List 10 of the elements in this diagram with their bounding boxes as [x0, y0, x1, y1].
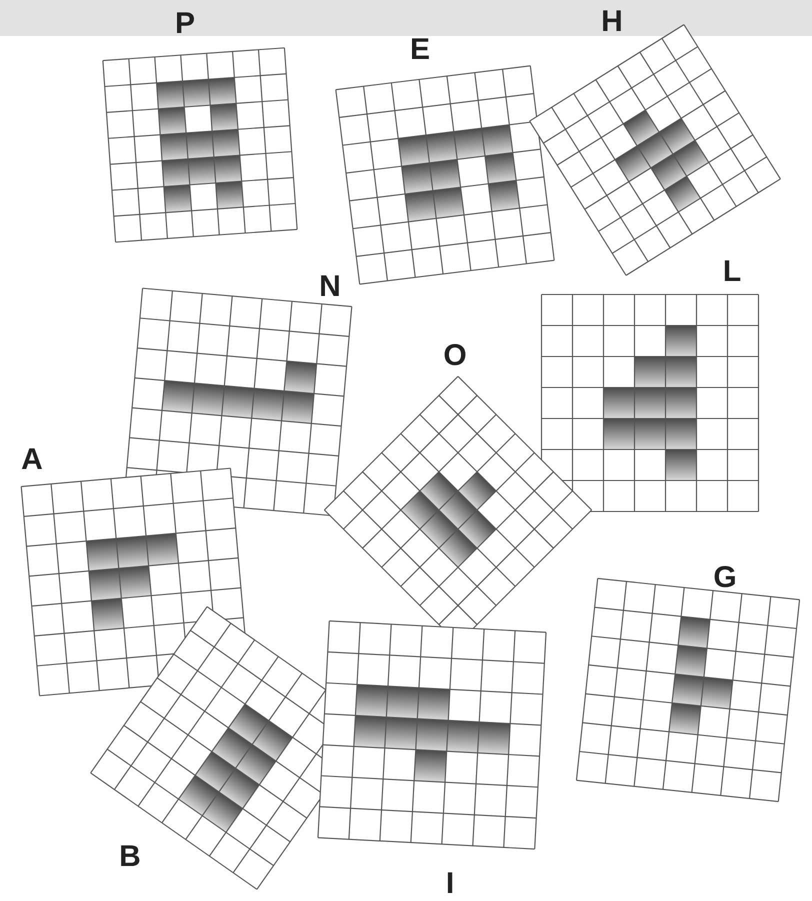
grid-letter: G [713, 563, 737, 593]
grid-letter: I [446, 869, 454, 899]
grid-letter: A [21, 445, 43, 475]
grid-letter: L [722, 257, 742, 287]
grid-letter: H [601, 7, 623, 37]
grid-letter: P [175, 9, 195, 39]
grid-letter: N [319, 272, 341, 302]
grid-letter: E [410, 35, 430, 65]
grid-letter: O [443, 341, 467, 371]
grid-letter: B [119, 842, 141, 872]
